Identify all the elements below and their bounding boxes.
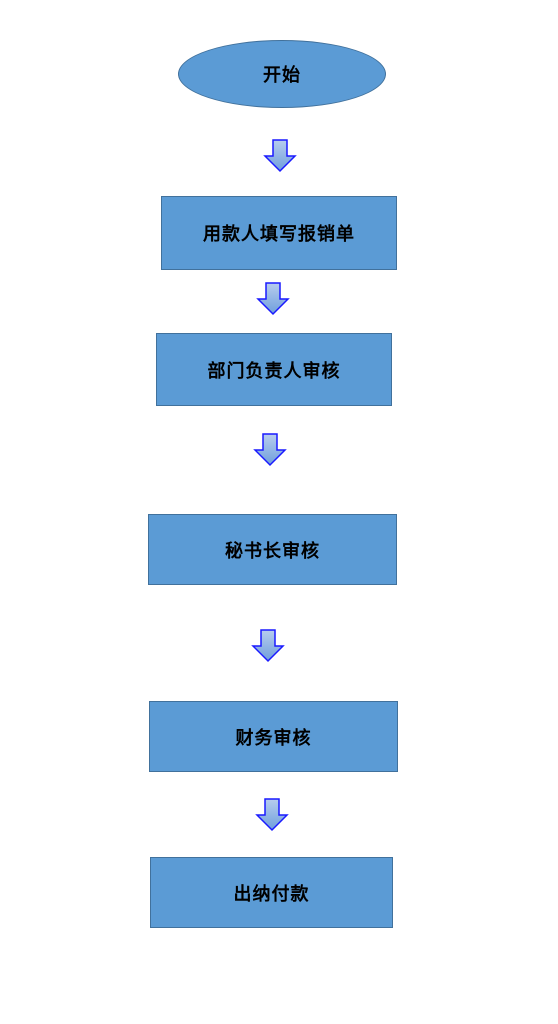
start-node-label: 开始	[263, 65, 301, 86]
down-arrow-icon	[253, 433, 287, 467]
down-arrow-icon	[255, 798, 289, 832]
process-box-label: 秘书长审核	[225, 540, 320, 562]
process-box-department-head-review: 部门负责人审核	[156, 333, 392, 406]
process-box-label: 部门负责人审核	[207, 360, 341, 382]
down-arrow-icon	[251, 629, 285, 663]
process-box-cashier-payment: 出纳付款	[150, 857, 393, 928]
process-box-finance-review: 财务审核	[149, 701, 398, 772]
down-arrow-icon	[256, 282, 290, 316]
process-box-label: 财务审核	[235, 727, 312, 749]
start-node: 开始	[178, 40, 386, 108]
process-box-label: 用款人填写报销单	[203, 224, 355, 245]
down-arrow-icon	[263, 139, 297, 173]
process-box-applicant-fill-form: 用款人填写报销单	[161, 196, 397, 270]
process-box-secretary-general-review: 秘书长审核	[148, 514, 397, 585]
process-box-label: 出纳付款	[233, 883, 310, 905]
